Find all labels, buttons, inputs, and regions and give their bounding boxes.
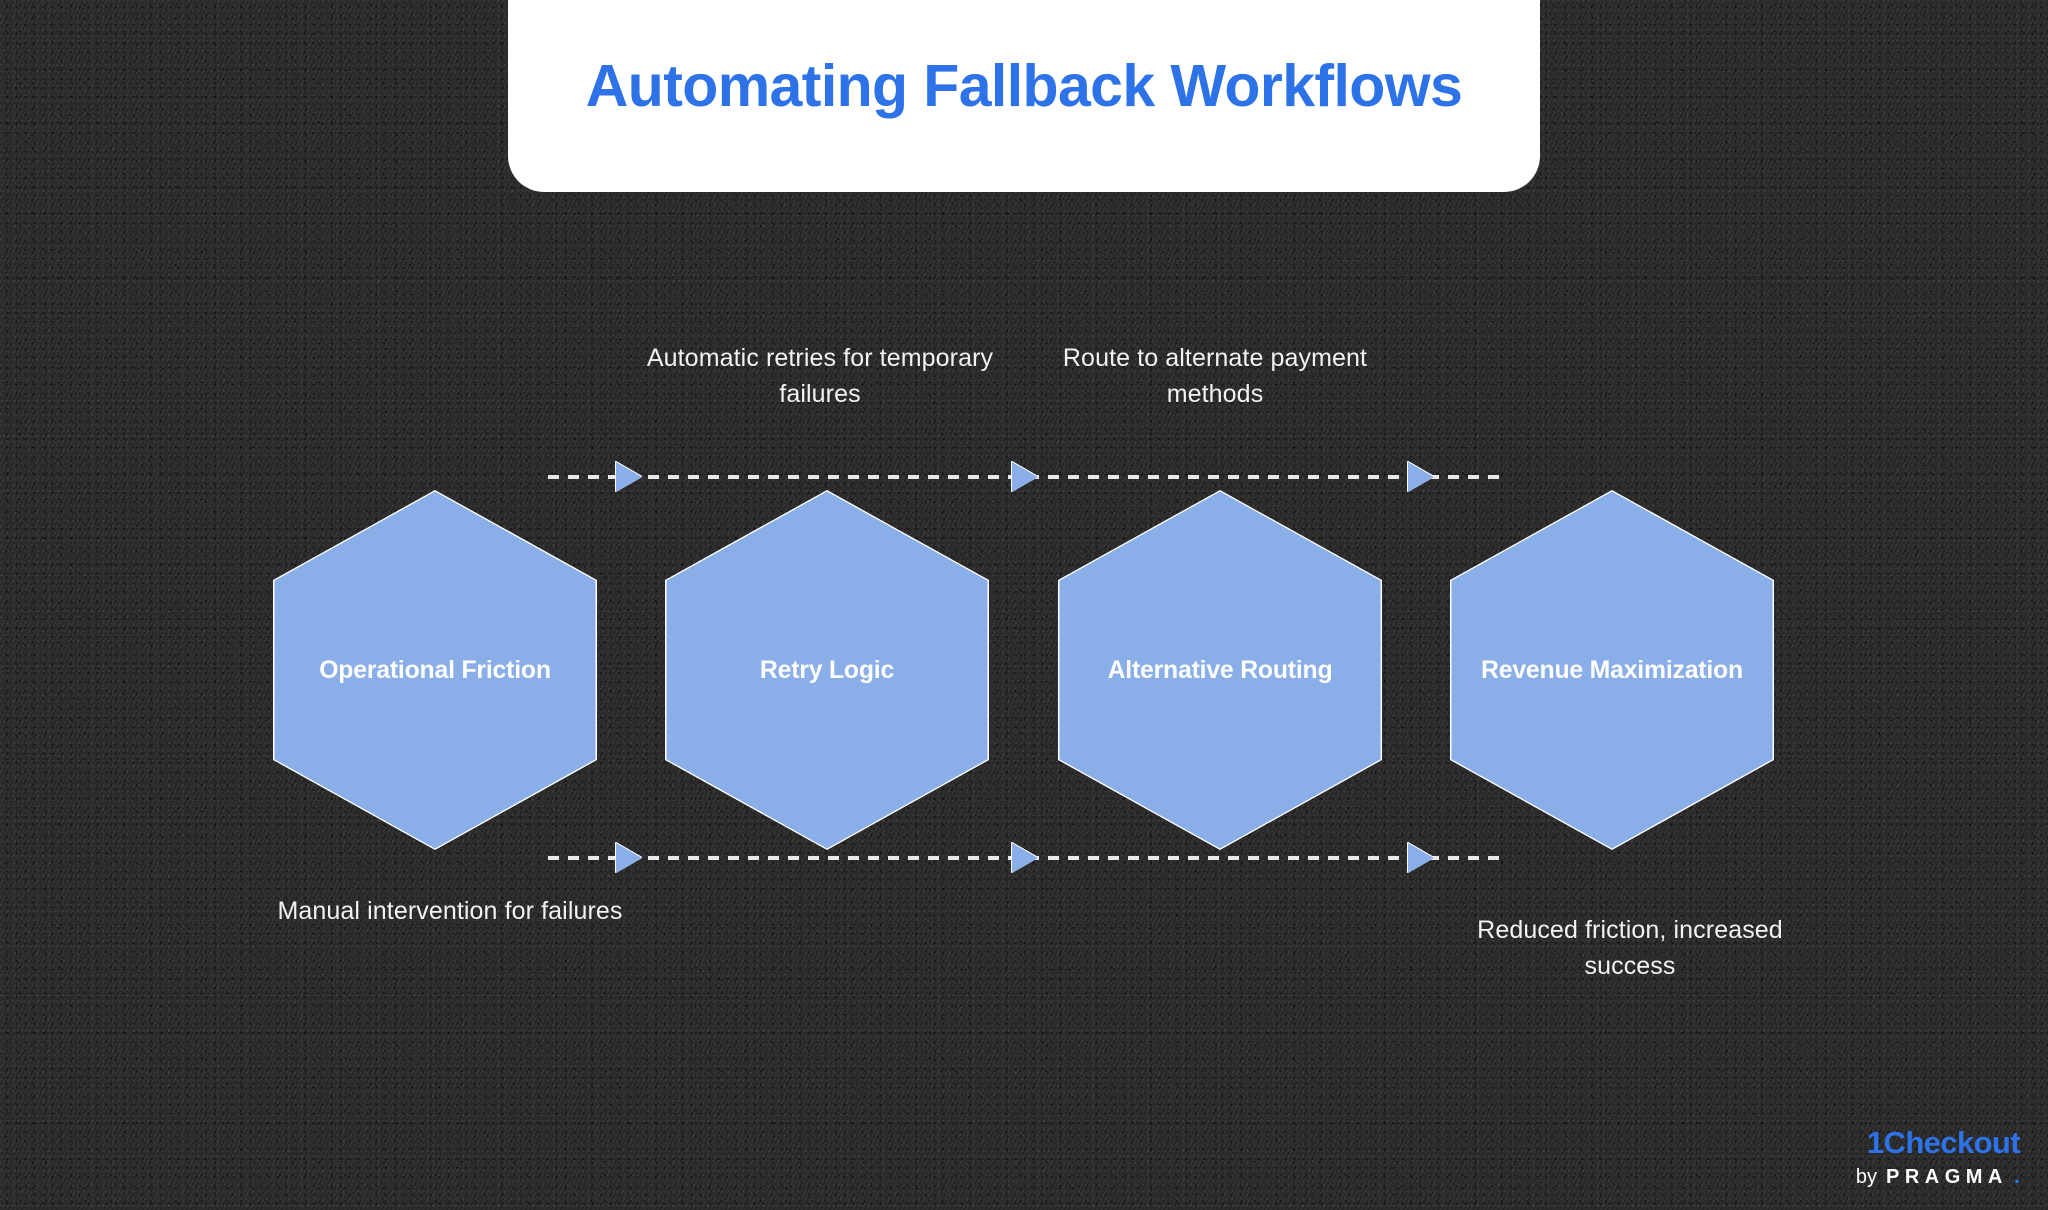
node-shape-3: Alternative Routing: [1059, 491, 1381, 849]
node-operational-friction[interactable]: Operational Friction: [273, 490, 597, 850]
bottom-arrow-3-icon: [1408, 843, 1434, 873]
node-label-2: Retry Logic: [759, 655, 895, 684]
node-shape-1: Operational Friction: [274, 491, 596, 849]
bottom-connector-row: [0, 843, 2048, 873]
bottom-annotation-1: Manual intervention for failures: [277, 897, 623, 925]
brand-dot: .: [2013, 1163, 2020, 1188]
top-arrow-1-icon: [616, 462, 642, 492]
brand-by-label: by: [1855, 1166, 1877, 1188]
node-shape-4: Revenue Maximization: [1451, 491, 1773, 849]
node-revenue-maximization[interactable]: Revenue Maximization: [1450, 490, 1774, 850]
node-label-3: Alternative Routing: [1107, 655, 1333, 684]
brand-parent-name: PRAGMA: [1885, 1166, 2008, 1188]
bottom-arrow-2-icon: [1012, 843, 1038, 873]
top-connector-row: [0, 462, 2048, 492]
top-annotation-1: Automatic retries for temporary failures: [646, 344, 994, 408]
brand-logo: 1Checkout by PRAGMA .: [1856, 1125, 2021, 1188]
brand-name: 1Checkout: [1866, 1125, 2021, 1161]
node-label-1: Operational Friction: [319, 655, 551, 684]
brand-parent-line: by PRAGMA .: [1856, 1164, 2020, 1188]
bottom-arrow-1-icon: [616, 843, 642, 873]
top-arrow-3-icon: [1408, 462, 1434, 492]
node-retry-logic[interactable]: Retry Logic: [665, 490, 989, 850]
node-label-4: Revenue Maximization: [1481, 655, 1743, 684]
node-alternative-routing[interactable]: Alternative Routing: [1058, 490, 1382, 850]
top-annotation-2: Route to alternate payment methods: [1062, 344, 1368, 408]
node-shape-2: Retry Logic: [666, 491, 988, 849]
top-arrow-2-icon: [1012, 462, 1038, 492]
bottom-annotation-2: Reduced friction, increased success: [1477, 916, 1783, 980]
title-card: Automating Fallback Workflows: [508, 0, 1540, 192]
page-title: Automating Fallback Workflows: [585, 53, 1463, 119]
